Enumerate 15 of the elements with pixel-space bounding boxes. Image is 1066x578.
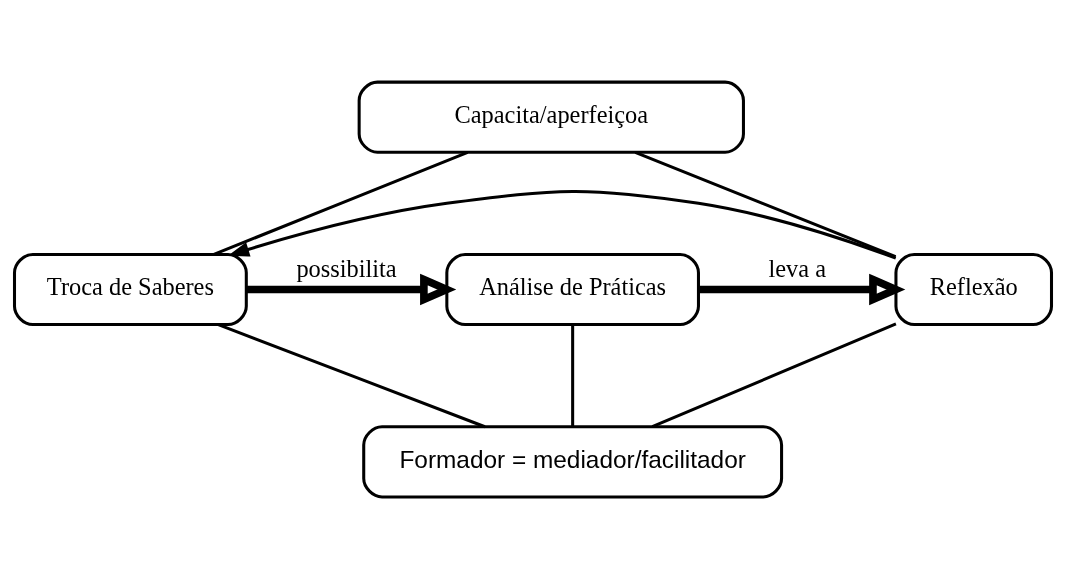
connector <box>571 324 575 426</box>
arrow <box>699 273 906 305</box>
connector <box>217 322 486 428</box>
edge-label: leva a <box>768 254 826 282</box>
node-box: Reflexão <box>894 252 1054 326</box>
connector <box>634 150 897 258</box>
edge-label: possibilita <box>296 254 397 282</box>
arrow <box>246 273 457 305</box>
arrow <box>227 189 897 260</box>
node-box: Análise de Práticas <box>445 252 700 326</box>
node-box: Formador = mediador/facilitador <box>362 424 784 498</box>
connector <box>651 321 897 428</box>
connector <box>213 150 469 256</box>
node-box: Troca de Saberes <box>12 252 248 326</box>
node-box: Capacita/aperfeiçoa <box>357 80 745 154</box>
